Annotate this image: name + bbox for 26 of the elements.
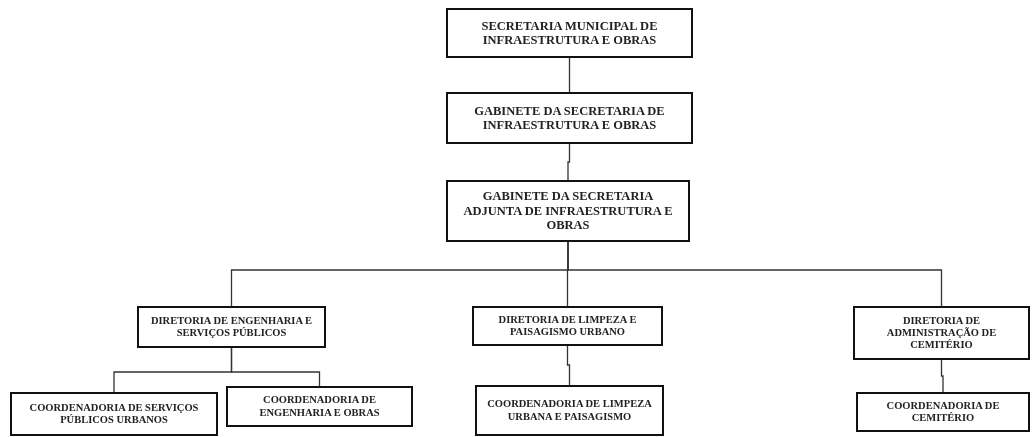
org-unit-box — [472, 306, 663, 346]
org-unit-box — [446, 8, 693, 58]
connector-line — [230, 347, 321, 387]
unit-name: COORDENADORIA DE CEMITÉRIO — [885, 399, 1001, 425]
org-unit-box — [446, 180, 690, 242]
connector-line — [567, 143, 571, 181]
unit-name: DIRETORIA DE ENGENHARIA E SERVIÇOS PÚBLICOS — [149, 314, 314, 340]
org-unit-box — [856, 392, 1030, 432]
unit-name: GABINETE DA SECRETARIA DE INFRAESTRUTURA E OBRAS — [473, 103, 666, 133]
org-unit-box — [475, 385, 664, 436]
connector-line — [566, 345, 571, 386]
unit-name: SECRETARIA MUNICIPAL DE INFRAESTRUTURA E OBRAS — [480, 18, 659, 48]
unit-name: DIRETORIA DE ADMINISTRAÇÃO DE CEMITÉRIO — [885, 314, 998, 352]
connector-line — [567, 241, 943, 307]
unit-name: COORDENADORIA DE ENGENHARIA E OBRAS — [258, 394, 381, 419]
connector-line — [940, 359, 944, 393]
org-unit-box — [446, 92, 693, 144]
org-unit-box — [137, 306, 326, 348]
unit-name: COORDENADORIA DE LIMPEZA URBANA E PAISAGISMO — [486, 398, 653, 423]
org-unit-box — [853, 306, 1030, 360]
org-unit-box — [226, 386, 413, 427]
unit-name: GABINETE DA SECRETARIA ADJUNTA DE INFRAESTRUTURA E OBRAS — [462, 189, 674, 233]
unit-name: DIRETORIA DE LIMPEZA E PAISAGISMO URBANO — [497, 313, 638, 339]
org-unit-box — [10, 392, 218, 436]
connector-line — [568, 57, 571, 93]
unit-name: COORDENADORIA DE SERVIÇOS PÚBLICOS URBANOS — [28, 401, 200, 427]
